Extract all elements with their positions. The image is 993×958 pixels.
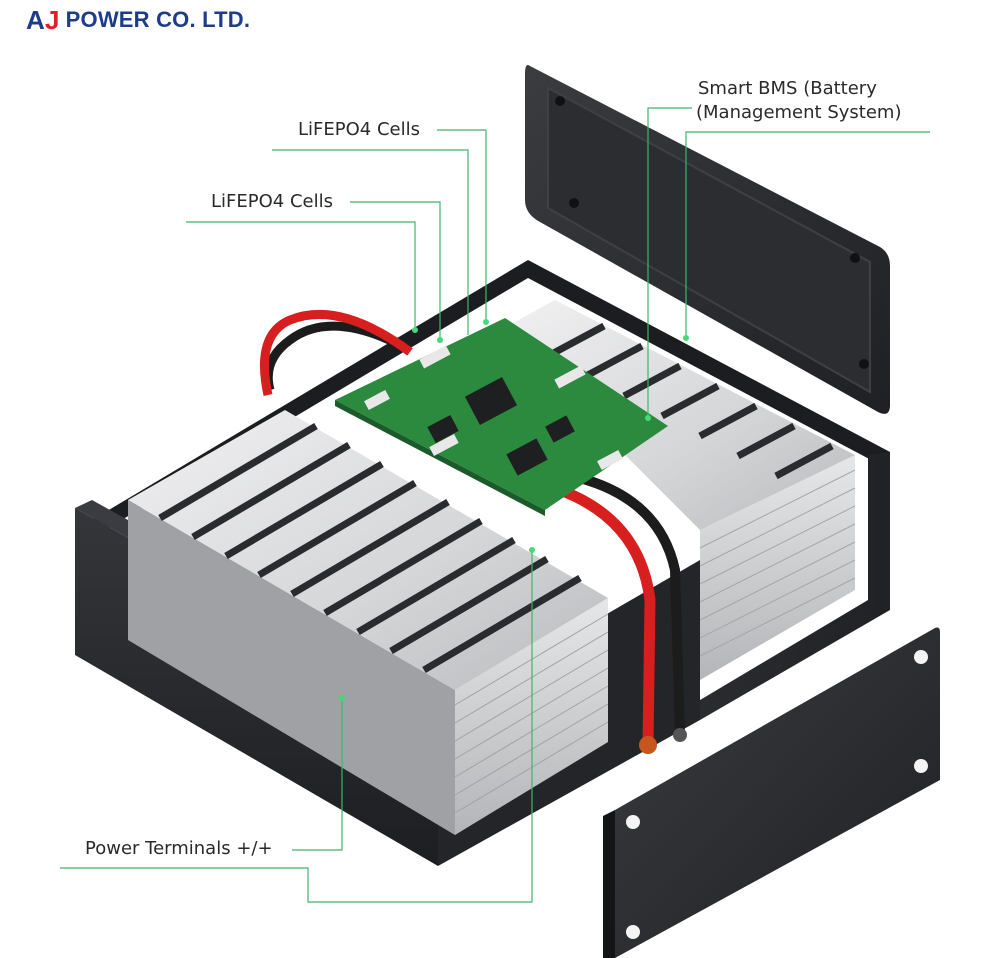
side-panel: [603, 627, 940, 958]
leader-lines: [60, 107, 930, 903]
power-cables: [260, 310, 687, 754]
company-name: POWER CO. LTD.: [65, 7, 251, 32]
bms-circuit-board: [335, 318, 668, 516]
callout-bms-line-1: Smart BMS (Battery: [698, 78, 877, 99]
logo-mark-j: J: [44, 4, 60, 35]
logo-mark: AJ: [26, 5, 60, 36]
logo-mark-a: A: [26, 4, 45, 35]
company-logo: AJ POWER CO. LTD.: [26, 5, 250, 35]
callout-lifepo4-cells-upper: LiFEPO4 Cells: [298, 119, 420, 140]
cell-bank-back: [500, 300, 856, 680]
callout-bms-line-2: (Management System): [696, 102, 902, 123]
callout-lifepo4-cells-lower: LiFEPO4 Cells: [211, 191, 333, 212]
callout-power-terminals: Power Terminals +/+: [85, 838, 273, 859]
leader-dots: [339, 319, 689, 701]
top-lid-panel: [525, 65, 890, 414]
